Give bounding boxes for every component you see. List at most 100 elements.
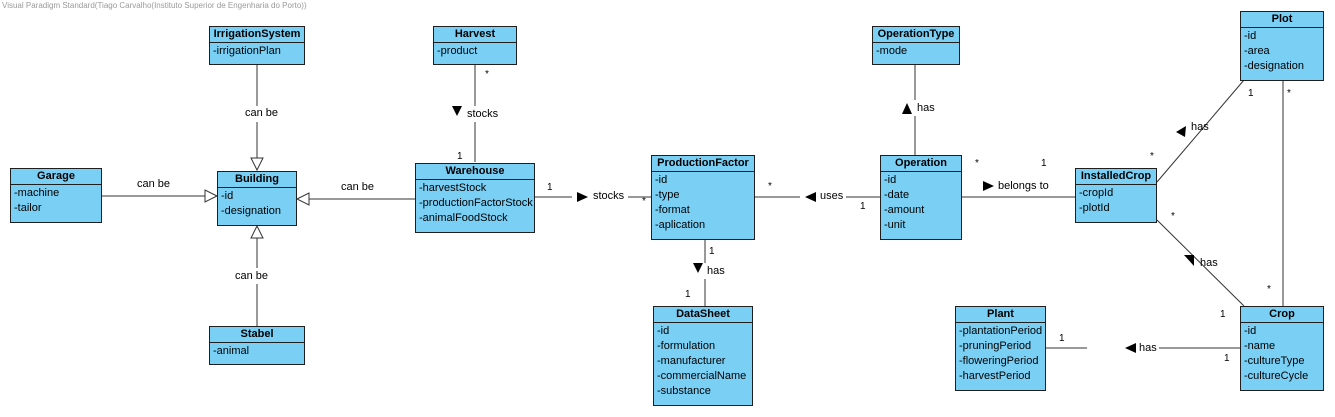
class-plot[interactable]: Plot -id -area -designation [1240,11,1324,81]
attribute: -pruningPeriod [959,340,1032,352]
class-harvest[interactable]: Harvest -product [433,26,517,65]
label-pf-operation: uses [820,190,844,202]
multiplicity: * [1287,88,1291,99]
multiplicity: 1 [457,151,463,162]
class-name: Warehouse [416,164,534,180]
label-stabel-building: can be [235,270,269,282]
multiplicity: 1 [1041,158,1047,169]
direction-triangle-has-left [1125,343,1136,353]
attribute: -manufacturer [657,355,726,367]
direction-triangle-belongs-right [983,181,994,191]
generalization-arrow-top [250,157,264,172]
class-warehouse[interactable]: Warehouse -harvestStock -productionFacto… [415,163,535,233]
class-name: Building [218,172,296,188]
attribute: -harvestStock [419,182,487,194]
attribute: -designation [1244,60,1304,72]
attribute: -date [884,189,910,201]
multiplicity: 1 [1224,353,1230,364]
label-harvest-warehouse: stocks [467,108,499,120]
attribute: -animal [213,345,250,357]
multiplicity: 1 [709,246,715,257]
label-pf-datasheet: has [707,265,725,277]
attribute: -machine [14,187,60,199]
edge-installedcrop-plot [1156,79,1245,183]
direction-triangle-has-up [902,103,912,114]
attribute: -id [221,190,234,202]
multiplicity: * [1150,151,1154,162]
attribute: -cultureType [1244,355,1305,367]
label-operation-installed: belongs to [998,180,1049,192]
attribute: -productionFactorStock [419,197,533,209]
label-installed-crop: has [1200,257,1218,269]
class-name: Operation [881,156,961,172]
class-name: Crop [1241,307,1323,323]
class-irrigationsystem[interactable]: IrrigationSystem -irrigationPlan [209,26,305,65]
class-operation[interactable]: Operation -id -date -amount -unit [880,155,962,240]
edge-installedcrop-crop [1156,219,1245,307]
class-name: Stabel [210,327,304,343]
generalization-arrow-bottom [250,224,264,239]
attribute: -id [1244,30,1257,42]
attribute: -area [1244,45,1270,57]
multiplicity: * [1171,211,1175,222]
multiplicity: 1 [1248,88,1254,99]
class-name: Harvest [434,27,516,43]
attribute: -cultureCycle [1244,370,1309,382]
label-warehouse-building: can be [341,181,375,193]
multiplicity: 1 [860,201,866,212]
multiplicity: 1 [547,182,553,193]
attribute: -unit [884,219,906,231]
attribute: -designation [221,205,281,217]
generalization-arrow-left [204,189,219,203]
class-garage[interactable]: Garage -machine -tailor [10,168,102,223]
multiplicity: 1 [685,289,691,300]
direction-triangle-stocks-down [452,106,462,116]
direction-triangle-has-upright [1176,126,1186,137]
attribute: -id [884,174,897,186]
attribute: -commercialName [657,370,747,382]
multiplicity: * [768,181,772,192]
attribute: -amount [884,204,925,216]
label-crop-plant: has [1139,342,1157,354]
attribute: -cropId [1079,187,1114,199]
attribute: -irrigationPlan [213,45,281,57]
class-building[interactable]: Building -id -designation [217,171,297,226]
attribute: -id [655,174,668,186]
attribute: -formulation [657,340,716,352]
class-stabel[interactable]: Stabel -animal [209,326,305,365]
class-name: Plant [956,307,1045,323]
attribute: -aplication [655,219,706,231]
attribute: -floweringPeriod [959,355,1039,367]
class-name: ProductionFactor [652,156,754,172]
class-name: DataSheet [654,307,752,323]
attribute: -id [1244,325,1257,337]
attribute: -plotId [1079,202,1110,214]
attribute: -plantationPeriod [959,325,1043,337]
multiplicity: * [1267,284,1271,295]
attribute: -name [1244,340,1276,352]
label-irrigation-building: can be [245,107,279,119]
attribute: -animalFoodStock [419,212,508,224]
multiplicity: * [485,69,489,80]
attribute: -product [437,45,478,57]
class-crop[interactable]: Crop -id -name -cultureType -cultureCycl… [1240,306,1324,391]
generalization-arrow-right [295,192,310,206]
attribute: -format [655,204,690,216]
label-installed-plot: has [1191,121,1209,133]
class-name: OperationType [873,27,959,43]
class-installedcrop[interactable]: InstalledCrop -cropId -plotId [1075,168,1157,223]
class-name: InstalledCrop [1076,169,1156,185]
direction-triangle-has-down [693,263,703,273]
multiplicity: * [975,158,979,169]
class-datasheet[interactable]: DataSheet -id -formulation -manufacturer… [653,306,753,406]
direction-triangle-stocks-right [577,192,588,202]
class-productionfactor[interactable]: ProductionFactor -id -type -format -apli… [651,155,755,240]
label-operation-optype: has [917,102,935,114]
label-garage-building: can be [137,178,171,190]
watermark: Visual Paradigm Standard(Tiago Carvalho(… [2,1,307,10]
class-plant[interactable]: Plant -plantationPeriod -pruningPeriod -… [955,306,1046,391]
attribute: -mode [876,45,908,57]
class-name: IrrigationSystem [210,27,304,43]
class-operationtype[interactable]: OperationType -mode [872,26,960,65]
